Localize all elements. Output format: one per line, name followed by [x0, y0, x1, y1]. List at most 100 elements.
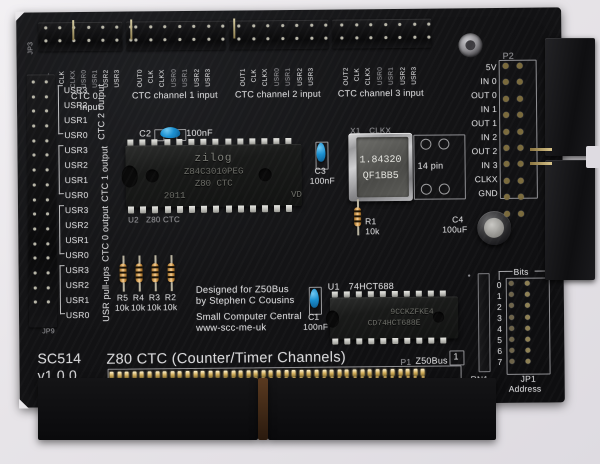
p2-pin-out1: OUT 1 [471, 118, 498, 129]
left-pin-label-g1-1: USR2 [64, 159, 89, 171]
board-corner-bevel-tl [15, 12, 25, 22]
p1-name: Z50Bus [415, 355, 448, 366]
top-pin-label-g0-1: CLK [58, 70, 66, 85]
top-pin-label-g3-5: USR2 [399, 66, 407, 85]
jp1-name: Address [508, 383, 542, 394]
left-pin-label-g2-1: USR2 [65, 219, 89, 231]
u2-marking-2: Z80 CTC [194, 178, 233, 189]
p2-pin-gnd: GND [478, 188, 498, 199]
top-pin-label-g0-6: USR3 [113, 69, 121, 88]
r3-ref: R3 [148, 292, 161, 303]
top-pin-label-g3-1: CLK [353, 68, 361, 82]
u1-ref: U1 [327, 281, 340, 292]
left-pin-label-g2-3: USR0 [65, 249, 89, 261]
left-pin-label-g1-0: USR3 [64, 144, 88, 156]
u1-marking-1: 9CCKZFKE4 [390, 307, 434, 318]
top-pin-label-g3-2: CLKX [364, 67, 372, 86]
left-pin-label-g2-0: USR3 [64, 204, 89, 216]
top-pin-label-g3-4: USR1 [387, 66, 395, 86]
x1-footprint-label: 14 pin [417, 160, 444, 171]
right-shroud-pin-a [530, 148, 552, 151]
u2-brand: zilog [194, 152, 233, 165]
top-pin-label-g2-1: CLK [250, 69, 258, 83]
crystal-oscillator-x1: 1.84320 QF1BB5 [348, 132, 413, 202]
caption-ctc2-input: CTC channel 2 input [234, 88, 321, 100]
r2-value: 10k [162, 302, 178, 313]
jp1-pads-col1[interactable] [508, 280, 515, 365]
right-shroud-pin-b [530, 162, 552, 165]
caption-ctc2-output: CTC 2 output [95, 83, 107, 140]
jp1-ref: JP1 [520, 373, 536, 384]
jp1-bit-2: 2 [496, 301, 502, 313]
resistor-r5 [119, 255, 127, 292]
top-pin-label-g1-2: CLKX [158, 69, 166, 88]
c3-ref: C3 [314, 165, 326, 176]
jp3-label: JP3 [27, 41, 35, 55]
p2-pin-out0: OUT 0 [470, 90, 497, 101]
top-pin-label-g3-3: USR0 [376, 66, 384, 86]
u2-value: Z80 CTC [146, 215, 181, 225]
top-pin-label-g3-6: USR3 [410, 66, 418, 85]
p2-pin-in1: IN 1 [480, 104, 498, 115]
p2-pin-5v: 5V [485, 62, 497, 73]
jp1-bit-4: 4 [497, 323, 503, 335]
credit-line-2: by Stephen C Cousins [195, 294, 295, 307]
left-pin-label-g1-3: USR0 [64, 189, 89, 201]
left-pin-label-g3-3: USR0 [65, 309, 90, 321]
c3-value: 100nF [309, 175, 335, 186]
top-pin-label-g1-4: USR1 [181, 68, 189, 88]
resistor-network-rn1 [477, 273, 491, 373]
r4-value: 10k [130, 302, 146, 313]
rn1-dot: • [467, 271, 471, 281]
p2-pin-in0: IN 0 [480, 76, 497, 87]
caption-ctc1-input: CTC channel 1 input [131, 89, 218, 101]
left-bracket-g0 [57, 85, 64, 135]
left-pin-label-g0-0: USR3 [63, 84, 88, 96]
ic-u2-z80-ctc: zilog Z84C3010PEG Z80 CTC 2011 VD [121, 143, 302, 208]
left-bracket-g1 [58, 145, 64, 195]
pcb-board: JP3 INT CLK CLKX USR0 USR1 USR2 USR3 OUT… [16, 7, 565, 407]
right-shroud-connector-upper [545, 38, 595, 156]
x1-freq: 1.84320 [359, 154, 402, 167]
left-pin-label-g0-2: USR1 [64, 114, 88, 126]
c4-ref: C4 [452, 214, 464, 225]
left-pin-label-g0-3: USR0 [64, 129, 88, 141]
resistor-r2 [167, 255, 175, 292]
capacitor-c1 [309, 288, 319, 308]
ic-u1-74hct688: 9CCKZFKE4 CD74HCT688E [325, 296, 459, 340]
top-pin-label-g1-3: USR0 [170, 68, 178, 88]
p2-pin-out2: OUT 2 [471, 146, 498, 157]
caption-ctc0-output: CTC 0 output [99, 205, 111, 262]
c4-value: 100uF [442, 224, 468, 235]
p2-pin-in3: IN 3 [481, 160, 498, 171]
part-number: SC514 [37, 350, 82, 367]
jumper-shunt-1[interactable] [72, 20, 75, 41]
caption-ctc3-input: CTC channel 3 input [337, 87, 424, 99]
top-pin-label-g2-0: OUT1 [239, 68, 247, 87]
jp1-bits-rule-right [534, 270, 546, 272]
x1-face [356, 136, 409, 198]
credit-line-4: www-scc-me-uk [196, 322, 267, 334]
left-pin-label-g3-2: USR1 [65, 294, 90, 306]
left-pin-label-g2-2: USR1 [65, 234, 89, 246]
jp1-bits-rule-left [498, 270, 513, 273]
top-pin-label-g2-6: USR3 [307, 67, 315, 86]
credit-line-3: Small Computer Central [195, 310, 302, 323]
p1-pin1-marker: 1 [453, 351, 459, 362]
jp1-arrow-left-stem [498, 270, 500, 281]
jp1-bit-1: 1 [496, 290, 502, 302]
u1-marking-2: CD74HCT688E [367, 318, 421, 329]
bottom-connector-key-gap [258, 378, 268, 440]
r1-value: 10k [365, 226, 380, 237]
u2-marking-4: VD [291, 189, 302, 200]
c2-value: 100nF [186, 127, 213, 138]
left-pin-label-g3-0: USR3 [65, 264, 90, 276]
r4-ref: R4 [132, 292, 145, 303]
top-pin-label-g2-5: USR2 [296, 67, 304, 86]
p2-pin-clkx: CLKX [474, 174, 498, 185]
jumper-shunt-3[interactable] [233, 18, 236, 39]
jp1-pads-col2[interactable] [524, 280, 531, 365]
jumper-shunt-2[interactable] [130, 19, 133, 40]
p2-pin-in2: IN 2 [480, 132, 498, 143]
